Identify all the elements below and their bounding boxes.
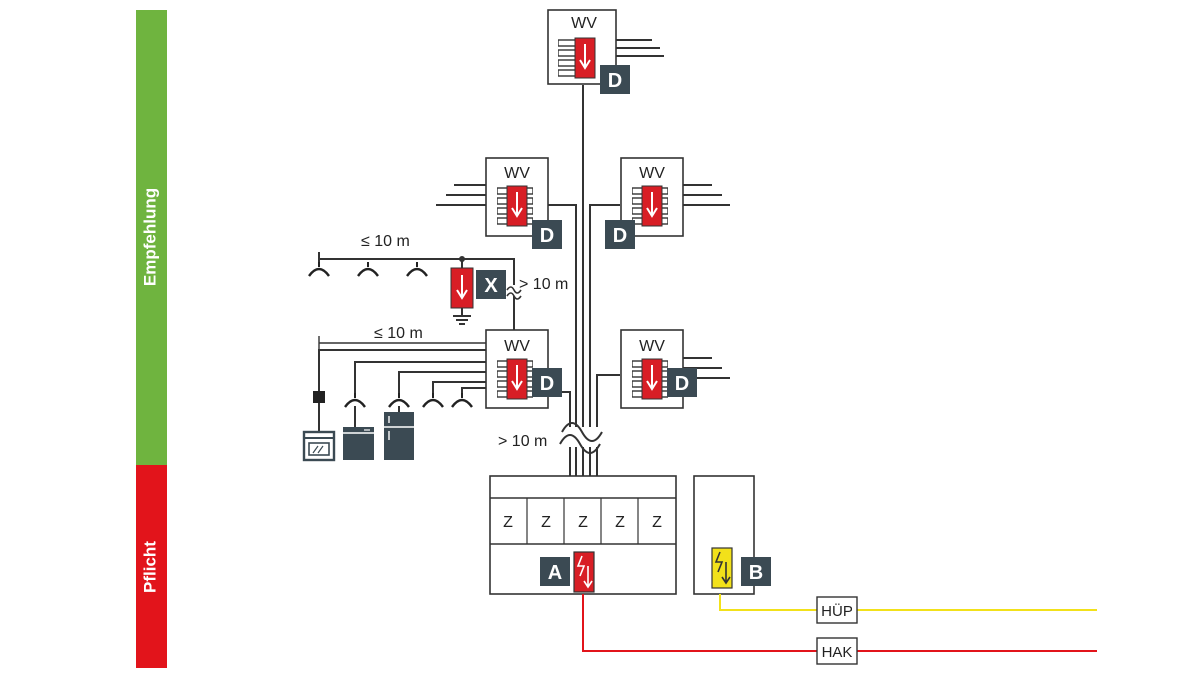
spd-badge-d	[667, 368, 697, 397]
spd-badge-d-label: D	[675, 373, 689, 395]
spd-badge-b-label: B	[749, 562, 763, 584]
spd-badge-d	[532, 220, 562, 249]
distance-max-10m-upper: ≤ 10 m	[361, 233, 410, 250]
ceiling-lamp-icon	[356, 262, 380, 278]
sidebar-mandatory-bar	[136, 465, 167, 668]
distance-over-10m-circuit: > 10 m	[519, 276, 568, 293]
dishwasher-icon	[343, 427, 374, 460]
hak-box	[816, 637, 858, 665]
spd-badge-a	[540, 557, 570, 586]
wv-label: WV	[504, 165, 530, 182]
spd-badge-d-label: D	[540, 373, 554, 395]
distribution-box-right-upper: WV D	[605, 157, 730, 249]
spd-badge-a-label: A	[548, 562, 562, 584]
spd-badge-b	[741, 557, 771, 586]
wv-label: WV	[639, 338, 665, 355]
distribution-box-top: WV D	[547, 9, 664, 94]
sidebar-label-mandatory: Pflicht	[140, 541, 159, 593]
spd-badge-x	[476, 270, 506, 299]
spd-type3-x-icon	[450, 267, 474, 325]
spd-badge-d-label: D	[613, 225, 627, 247]
ceiling-lamp-icon	[450, 393, 474, 409]
telecom-incoming-line	[719, 594, 1097, 611]
oven-icon	[302, 430, 336, 462]
power-incoming-line	[582, 594, 1097, 652]
ceiling-lamp-icon	[405, 262, 429, 278]
break-symbol-circuit	[506, 286, 522, 300]
spd-badge-x-label: X	[484, 275, 498, 297]
spd-type1-lightning-icon	[573, 551, 595, 593]
hup-label: HÜP	[821, 602, 853, 620]
junction-box-icon	[313, 391, 325, 403]
hak-label: HAK	[822, 644, 853, 661]
wv-label: WV	[504, 338, 530, 355]
sidebar-label-recommendation: Empfehlung	[140, 188, 159, 286]
wv-label: WV	[571, 15, 597, 32]
wv-label: WV	[639, 165, 665, 182]
spd-badge-d-label: D	[540, 225, 554, 247]
meter-z-1: Z	[503, 514, 513, 531]
distribution-box-left-lower: WV D	[485, 329, 562, 409]
meter-z-3: Z	[578, 514, 588, 531]
sidebar-recommendation-bar	[136, 10, 167, 465]
ceiling-lamp-icon	[343, 393, 367, 409]
dimension-line-lower	[318, 336, 486, 350]
ceiling-lamp-icon	[307, 262, 331, 278]
fridge-icon	[384, 412, 414, 460]
lighting-circuit-upper	[318, 252, 515, 330]
spd-telecom-lightning-icon	[711, 547, 733, 589]
ceiling-lamp-icon	[421, 393, 445, 409]
meter-z-2: Z	[541, 514, 551, 531]
meter-z-5: Z	[652, 514, 662, 531]
distance-over-10m-trunk: > 10 m	[498, 433, 547, 450]
distance-max-10m-lower: ≤ 10 m	[374, 325, 423, 342]
break-symbol-trunk	[559, 422, 603, 454]
meter-z-4: Z	[615, 514, 625, 531]
ceiling-lamp-icon	[387, 393, 411, 409]
hup-box	[816, 596, 858, 624]
spd-badge-d-label: D	[608, 70, 622, 92]
distribution-box-right-lower: WV D	[620, 329, 730, 409]
spd-badge-d	[532, 368, 562, 397]
spd-badge-d	[600, 65, 630, 94]
distribution-box-left-upper: WV D	[436, 157, 562, 249]
spd-badge-d	[605, 220, 635, 249]
